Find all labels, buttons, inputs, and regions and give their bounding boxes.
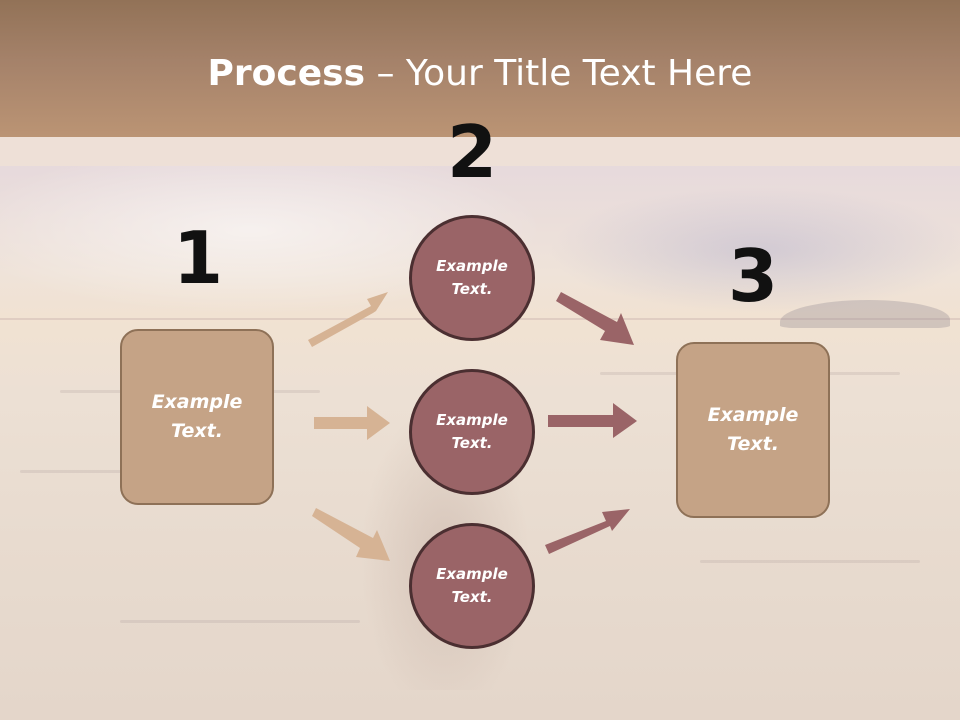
arrow-left-to-bottom	[312, 508, 390, 561]
distant-island	[780, 300, 950, 328]
box-text-line1: Example	[707, 404, 799, 426]
step-2-circle-bottom: Example Text.	[409, 523, 535, 649]
step-number-3: 3	[727, 234, 779, 318]
box-text-line2: Text.	[727, 433, 779, 455]
arrow-left-to-middle	[314, 406, 390, 440]
arrow-bottom-to-right	[545, 509, 630, 554]
title-bold: Process	[207, 53, 366, 94]
arrow-left-to-top	[308, 292, 388, 347]
circle-text-line2: Text.	[451, 588, 493, 606]
sand-ripple	[700, 560, 920, 563]
arrow-middle-to-right	[548, 403, 637, 438]
title-band	[0, 137, 960, 166]
circle-text-line1: Example	[436, 257, 508, 275]
box-text-line1: Example	[151, 391, 243, 413]
step-number-1: 1	[172, 216, 224, 300]
step-2-circle-middle: Example Text.	[409, 369, 535, 495]
step-1-box: Example Text.	[120, 329, 274, 505]
step-number-2: 2	[446, 110, 498, 194]
circle-text-line2: Text.	[451, 280, 493, 298]
slide-title: Process – Your Title Text Here	[0, 52, 960, 96]
title-bar	[0, 0, 960, 137]
title-rest: – Your Title Text Here	[365, 53, 753, 94]
sand-ripple	[120, 620, 360, 623]
circle-text-line1: Example	[436, 411, 508, 429]
circle-text-line1: Example	[436, 565, 508, 583]
arrow-top-to-right	[556, 292, 634, 345]
step-2-circle-top: Example Text.	[409, 215, 535, 341]
box-text-line2: Text.	[171, 420, 223, 442]
step-3-box: Example Text.	[676, 342, 830, 518]
circle-text-line2: Text.	[451, 434, 493, 452]
